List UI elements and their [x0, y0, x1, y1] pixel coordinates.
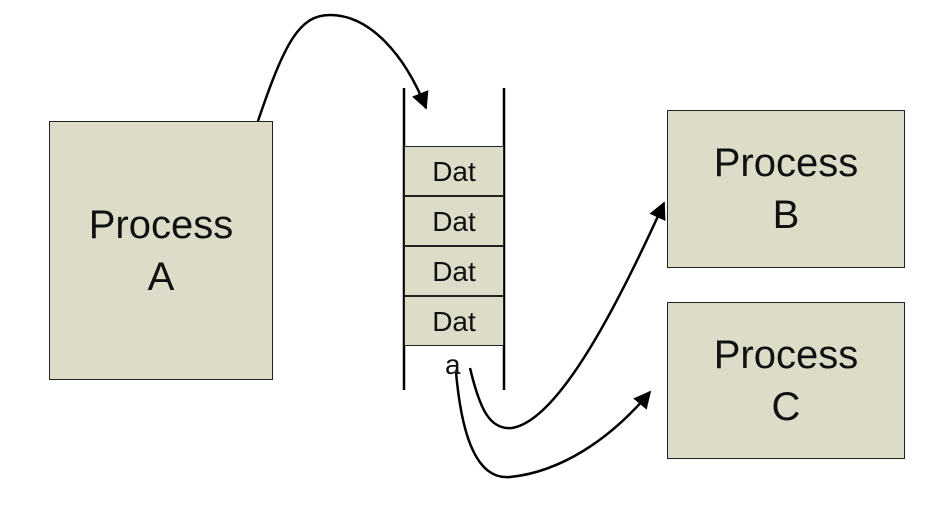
arrow-a-to-queue	[254, 13, 429, 128]
process-a-box: Process A	[49, 121, 273, 380]
process-a-label-line2: A	[147, 254, 175, 299]
arrow-queue-to-c	[454, 371, 652, 479]
process-c-label-line2: C	[771, 384, 801, 429]
process-c-box: Process C	[667, 302, 905, 459]
queue-cell-3: Dat	[404, 246, 504, 296]
queue-tail-label: a	[445, 349, 461, 380]
queue-cell-1: Dat	[404, 146, 504, 196]
process-c-label-line1: Process	[713, 332, 859, 377]
process-b-label-line2: B	[772, 193, 800, 237]
arrow-queue-to-b	[468, 201, 666, 430]
queue-cell-4: Dat	[404, 296, 504, 346]
process-b-label-line1: Process	[713, 141, 859, 185]
queue-cell-2: Dat	[404, 196, 504, 246]
process-b-box: Process B	[667, 110, 905, 268]
process-a-label-line1: Process	[88, 202, 234, 247]
